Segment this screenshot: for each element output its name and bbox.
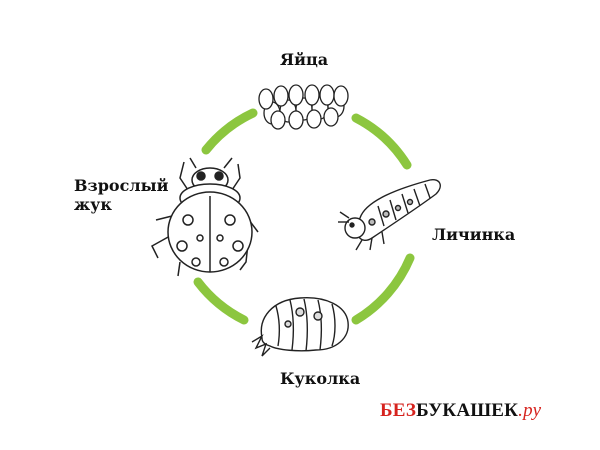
eggs-icon [258, 84, 349, 130]
arc-adult-to-eggs [201, 108, 258, 155]
pupa-icon [251, 297, 349, 357]
arc-larva-to-pupa [351, 253, 415, 325]
label-eggs: Яйца [280, 50, 329, 69]
larva-icon [338, 179, 441, 251]
brand-part-ru: .ру [518, 400, 542, 421]
label-adult: Взрослый жук [74, 176, 169, 214]
ladybug-icon [151, 157, 259, 277]
label-adult-line1: Взрослый [74, 176, 169, 195]
arc-eggs-to-larva [351, 113, 412, 170]
label-larva: Личинка [432, 225, 516, 244]
brand-logo[interactable]: БЕЗБУКАШЕК.ру [380, 400, 541, 422]
brand-part-bukashek: БУКАШЕК [416, 400, 519, 421]
label-adult-line2: жук [74, 195, 112, 214]
arc-pupa-to-adult [193, 277, 249, 325]
label-pupa: Куколка [280, 369, 361, 388]
brand-part-bez: БЕЗ [380, 400, 417, 421]
cycle-arcs [193, 108, 415, 325]
